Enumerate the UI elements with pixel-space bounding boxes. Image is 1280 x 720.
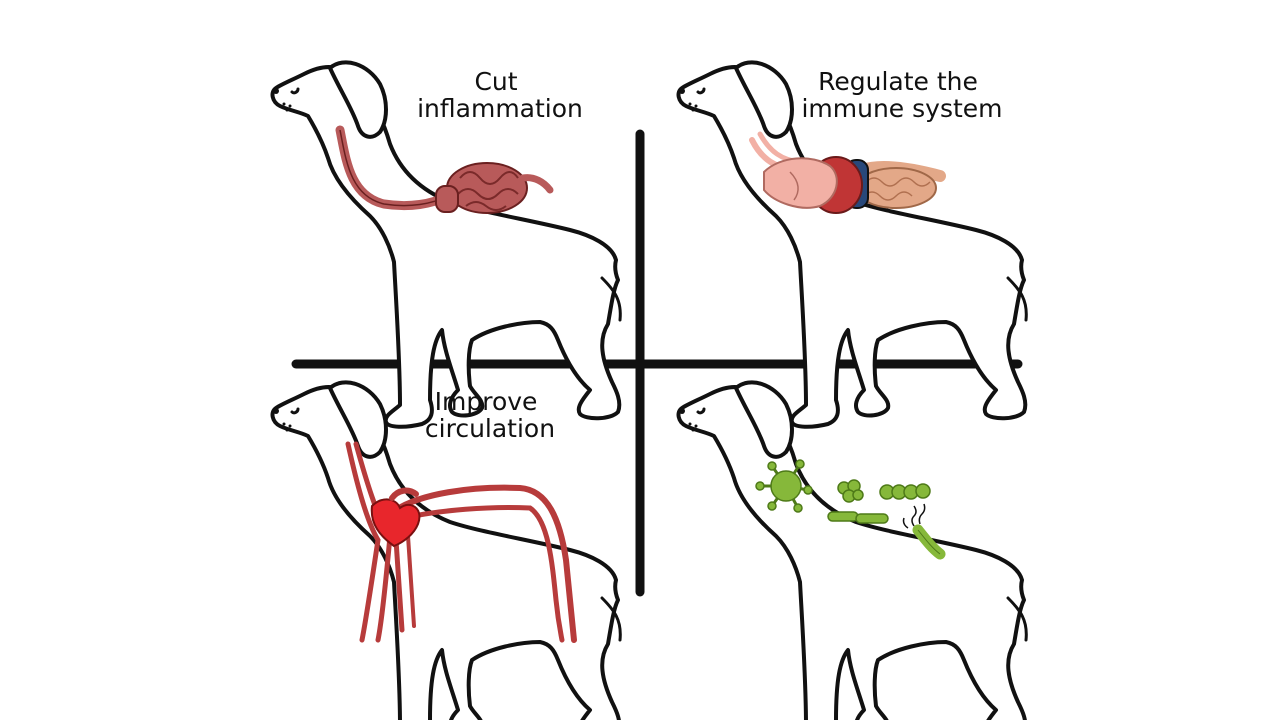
intestine-icon bbox=[335, 125, 554, 214]
panel-1-caption: Cut inflammation bbox=[417, 67, 583, 123]
heart-and-vessels-icon bbox=[345, 441, 577, 643]
caption-line: inflammation bbox=[417, 94, 583, 123]
caption-line: Improve bbox=[435, 387, 538, 416]
panel-circulation: Improve circulation bbox=[270, 380, 623, 720]
panel-microbiome bbox=[676, 380, 1029, 720]
panel-immune-system: Regulate the immune system bbox=[676, 60, 1029, 429]
caption-line: Regulate the bbox=[818, 67, 978, 96]
caption-line: Cut bbox=[474, 67, 517, 96]
panel-inflammation: Cut inflammation bbox=[270, 60, 623, 429]
panel-3-caption: Improve circulation bbox=[425, 387, 555, 443]
caption-line: circulation bbox=[425, 414, 555, 443]
caption-line: immune system bbox=[801, 94, 1002, 123]
organs-icon bbox=[749, 131, 946, 214]
panel-2-caption: Regulate the immune system bbox=[801, 67, 1002, 123]
dog-silhouette-icon bbox=[676, 380, 1029, 720]
bacteria-and-virus-icon bbox=[755, 459, 946, 560]
